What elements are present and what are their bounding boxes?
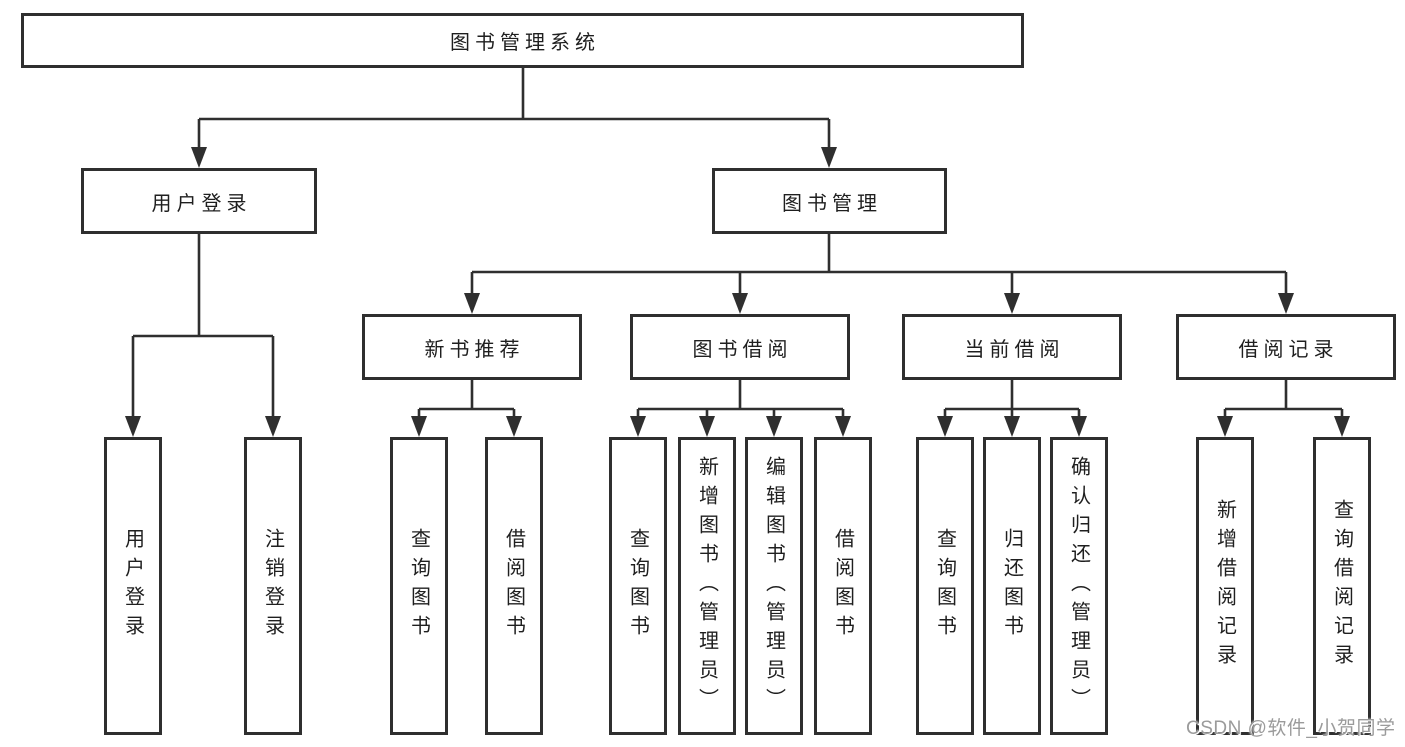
leaf-logout-login: 注销登录 [244, 437, 302, 735]
node-borrow-records: 借阅记录 [1176, 314, 1396, 380]
leaf-query-books-newbook: 查询图书 [390, 437, 448, 735]
leaf-add-book-admin: 新增图书（管理员） [678, 437, 736, 735]
node-new-book-recommend: 新书推荐 [362, 314, 582, 380]
node-book-management: 图书管理 [712, 168, 947, 234]
node-user-login: 用户登录 [81, 168, 317, 234]
node-root-system: 图书管理系统 [21, 13, 1024, 68]
csdn-watermark: CSDN @软件_小贺同学 [1186, 718, 1396, 739]
leaf-query-books-current: 查询图书 [916, 437, 974, 735]
leaf-query-books-borrow: 查询图书 [609, 437, 667, 735]
node-book-borrow: 图书借阅 [630, 314, 850, 380]
leaf-borrow-books-newbook: 借阅图书 [485, 437, 543, 735]
leaf-confirm-return-admin: 确认归还（管理员） [1050, 437, 1108, 735]
leaf-edit-book-admin: 编辑图书（管理员） [745, 437, 803, 735]
leaf-return-book: 归还图书 [983, 437, 1041, 735]
leaf-query-borrow-record: 查询借阅记录 [1313, 437, 1371, 735]
node-current-borrow: 当前借阅 [902, 314, 1122, 380]
leaf-user-login: 用户登录 [104, 437, 162, 735]
leaf-add-borrow-record: 新增借阅记录 [1196, 437, 1254, 735]
leaf-borrow-books: 借阅图书 [814, 437, 872, 735]
